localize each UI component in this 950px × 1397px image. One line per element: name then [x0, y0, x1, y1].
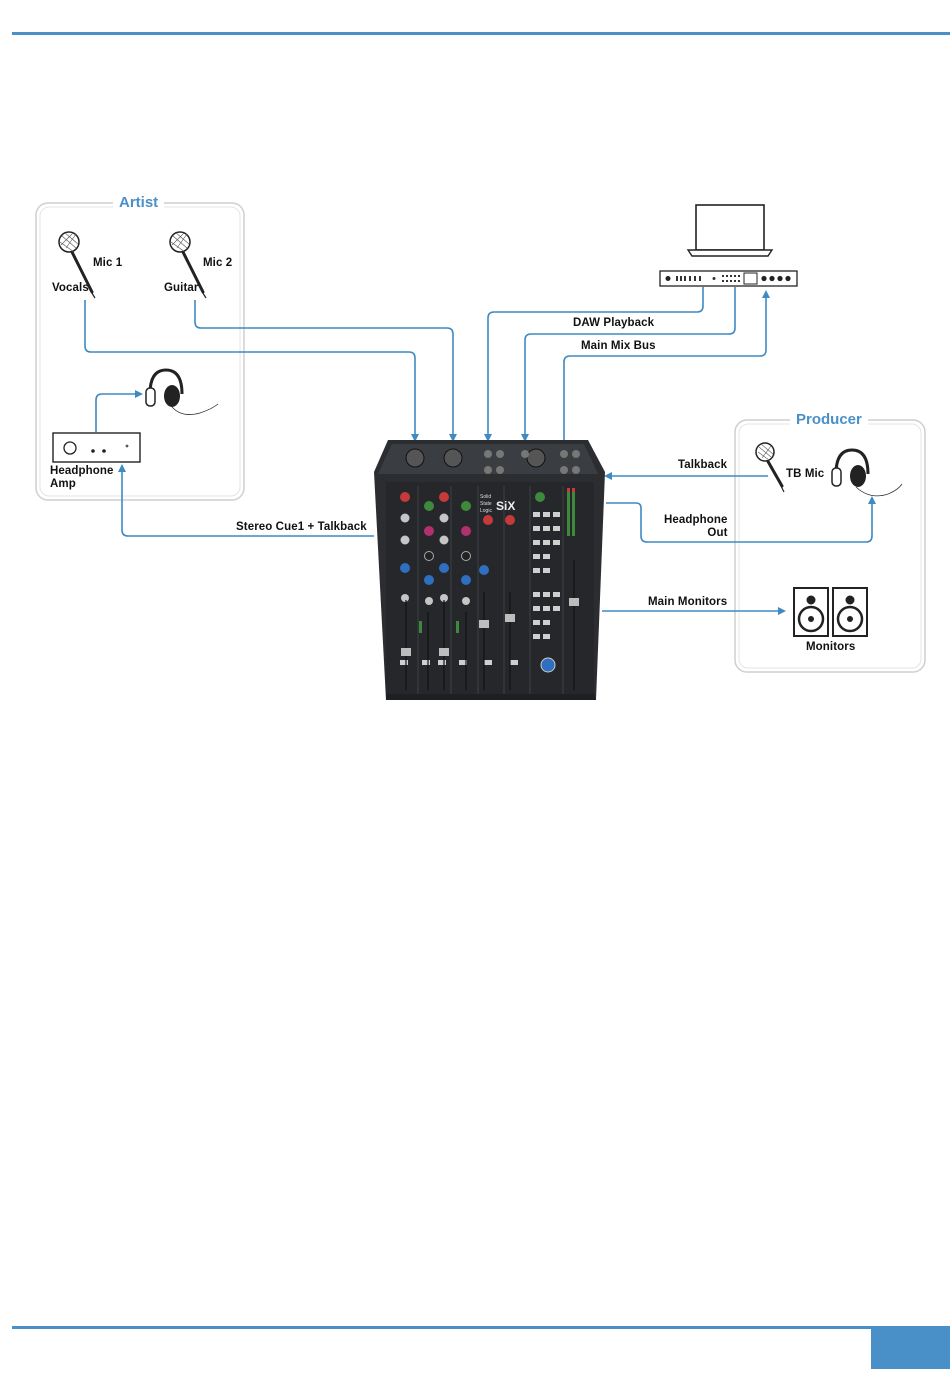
main-mix-bus-label: Main Mix Bus	[581, 340, 656, 353]
tb-mic-label: TB Mic	[786, 468, 824, 481]
mic2-label: Mic 2	[203, 257, 232, 270]
producer-title: Producer	[790, 411, 868, 428]
monitors-label: Monitors	[806, 641, 855, 654]
guitar-label: Guitar	[164, 282, 198, 295]
wire-headphone-amp	[96, 394, 141, 432]
main-monitors-label: Main Monitors	[648, 596, 727, 609]
wire-daw-playback-2	[525, 287, 735, 440]
vocals-label: Vocals	[52, 282, 89, 295]
daw-playback-label: DAW Playback	[573, 317, 654, 330]
wire-daw-playback-1	[488, 287, 703, 440]
svg-text:Solid: Solid	[480, 494, 491, 500]
mic1-label: Mic 1	[93, 257, 122, 270]
mixer-icon: Solid State Logic SiX	[374, 440, 605, 700]
svg-text:State: State	[480, 501, 492, 507]
headphone-amp-icon	[53, 433, 140, 462]
stereo-cue-label: Stereo Cue1 + Talkback	[236, 521, 367, 534]
svg-text:Logic: Logic	[480, 508, 492, 514]
headphone-amp-label: Headphone Amp	[50, 465, 114, 490]
speaker-icon	[794, 588, 828, 636]
artist-title: Artist	[113, 194, 164, 211]
talkback-label: Talkback	[678, 459, 727, 472]
headphone-out-label: Headphone Out	[664, 514, 728, 539]
audio-interface-icon	[660, 271, 797, 286]
wire-mic1	[85, 300, 415, 440]
headphones-icon	[146, 370, 218, 415]
laptop-icon	[688, 205, 772, 256]
headphones-icon	[832, 450, 902, 496]
page-number-tab	[871, 1329, 950, 1369]
bottom-rule	[12, 1326, 950, 1329]
svg-text:SiX: SiX	[496, 499, 515, 513]
speaker-icon	[833, 588, 867, 636]
microphone-icon	[756, 443, 784, 492]
